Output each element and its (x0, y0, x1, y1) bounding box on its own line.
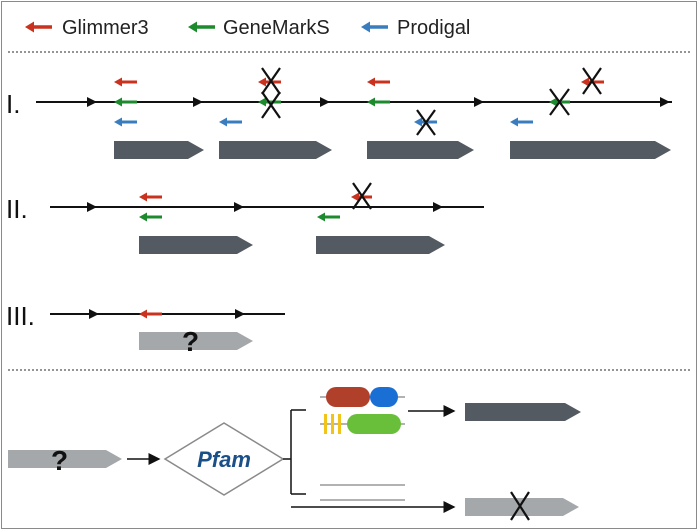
predicted-gene (219, 141, 332, 159)
gene-call-group (316, 182, 445, 254)
predicted-gene (367, 141, 474, 159)
arrowhead (367, 97, 375, 107)
rejection-x-icon (352, 182, 372, 210)
arrowhead (258, 97, 266, 107)
rejection-x-icon (261, 67, 281, 95)
domain-green (347, 414, 401, 434)
strand-arrow-icon (87, 97, 97, 107)
arrowhead (367, 77, 375, 87)
gene-call-group (219, 67, 332, 159)
arrowhead (219, 117, 227, 127)
confirmed-gene (465, 403, 581, 421)
arrowhead (549, 97, 557, 107)
arrowhead (114, 117, 122, 127)
candidate-gene (139, 332, 253, 350)
strand-arrows-1 (87, 97, 670, 107)
gene-call-group (139, 192, 253, 254)
domain-hits (320, 387, 405, 434)
gene-call-group (367, 77, 474, 159)
strand-arrow-icon (433, 202, 443, 212)
strand-arrows-2 (87, 202, 443, 212)
rejected-gene (465, 498, 579, 516)
predicted-gene (510, 141, 671, 159)
rejection-x-icon (549, 88, 570, 116)
arrowhead (258, 77, 266, 87)
question-mark-icon: ? (182, 326, 199, 357)
predicted-gene (139, 236, 253, 254)
rejection-x-icon (582, 67, 602, 95)
arrowhead (317, 212, 325, 222)
arrowhead (581, 77, 589, 87)
predicted-gene (114, 141, 204, 159)
strand-arrow-icon (660, 97, 670, 107)
legend-item-glimmer3: Glimmer3 (25, 17, 149, 39)
rejection-x-icon (510, 491, 530, 521)
strand-arrow-icon (87, 202, 97, 212)
question-mark-icon: ? (51, 445, 68, 476)
pfam-label: Pfam (197, 447, 251, 472)
strand-arrow-icon (89, 309, 99, 319)
predicted-gene (316, 236, 445, 254)
strand-arrow-icon (193, 97, 203, 107)
legend-label-glimmer3: Glimmer3 (62, 17, 149, 39)
row-label-2: II. (6, 194, 28, 224)
arrowhead (139, 309, 147, 319)
gene-call-group: ? (139, 309, 253, 357)
pfam-workflow: ? Pfam (8, 387, 581, 521)
row-label-3: III. (6, 301, 35, 331)
pfam-diamond: Pfam (163, 422, 285, 496)
strand-arrows-3 (89, 309, 245, 319)
gene-call-group (114, 77, 204, 159)
legend-item-prodigal: Prodigal (361, 17, 470, 39)
branch-connector (283, 409, 306, 495)
arrowhead (510, 117, 518, 127)
gene-call-group (510, 67, 671, 159)
arrowhead (361, 21, 370, 33)
strand-arrow-icon (474, 97, 484, 107)
arrowhead (188, 21, 197, 33)
arrowhead (139, 192, 147, 202)
arrowhead (139, 212, 147, 222)
candidate-gene (8, 450, 122, 468)
arrowhead (114, 77, 122, 87)
row-3: III. ? (6, 301, 285, 357)
row-1: I. (6, 67, 672, 159)
strand-arrow-icon (320, 97, 330, 107)
rejection-x-icon (261, 91, 281, 119)
domain-yellow (324, 414, 327, 434)
strand-arrow-icon (234, 202, 244, 212)
legend-item-genemarks: GeneMarkS (188, 17, 330, 39)
domain-yellow (331, 414, 334, 434)
domain-blue (370, 387, 398, 407)
domain-red (326, 387, 370, 407)
arrowhead (114, 97, 122, 107)
row-label-1: I. (6, 89, 20, 119)
arrowhead (351, 192, 359, 202)
strand-arrow-icon (235, 309, 245, 319)
domain-yellow (338, 414, 341, 434)
no-domain-hit (320, 484, 405, 501)
legend: Glimmer3 GeneMarkS Prodigal (25, 17, 470, 39)
rejection-x-icon (416, 109, 436, 136)
legend-label-genemarks: GeneMarkS (223, 17, 330, 39)
arrowhead (414, 117, 422, 127)
row-2: II. (6, 182, 484, 254)
legend-label-prodigal: Prodigal (397, 17, 470, 39)
arrowhead (25, 21, 34, 33)
